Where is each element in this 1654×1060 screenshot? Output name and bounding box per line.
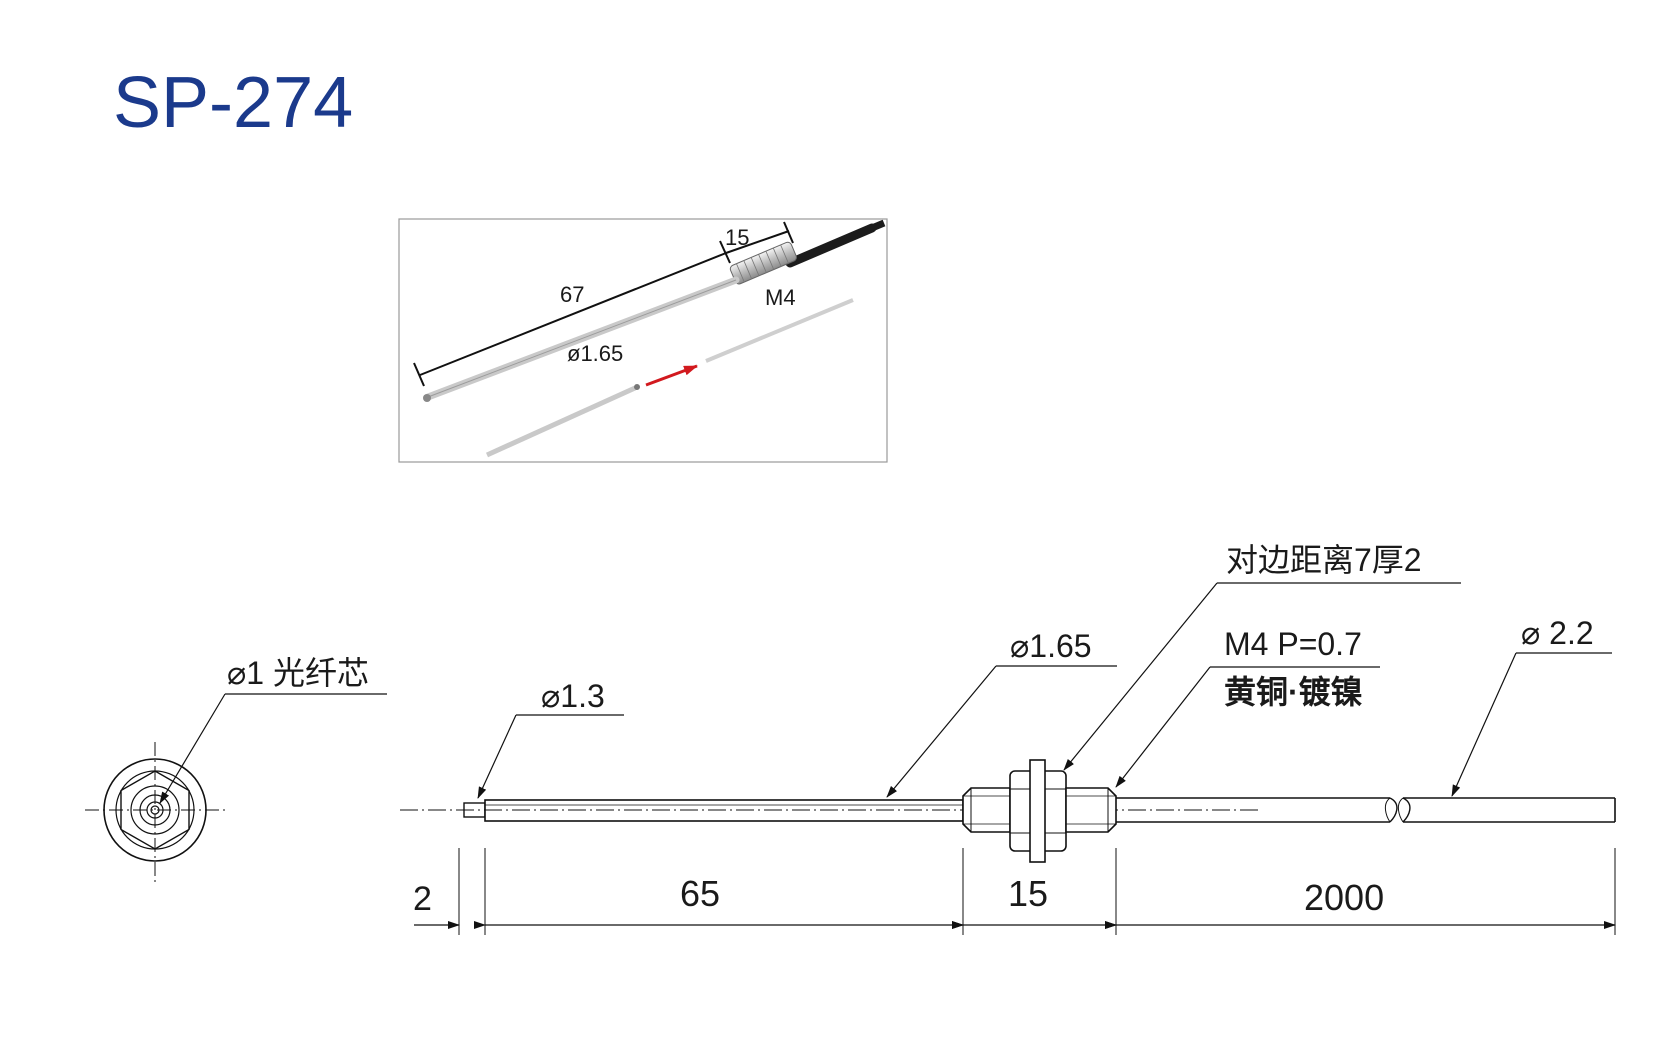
cable-diameter-label: ⌀ 2.2	[1521, 615, 1594, 651]
inset-thread-label: M4	[765, 285, 796, 310]
tip-diameter-label: ⌀1.3	[541, 678, 605, 714]
inset-red-arrow	[645, 364, 698, 387]
nut-label: 对边距离7厚2	[1226, 542, 1422, 578]
material-label: 黄铜·镀镍	[1224, 674, 1363, 710]
washer	[1029, 759, 1046, 863]
inset-diameter-label: ø1.65	[567, 341, 623, 366]
dim-65-label: 65	[680, 873, 720, 914]
photo-inset: 67 15 M4 ø1.65	[398, 218, 888, 463]
inset-dim-67-label: 67	[560, 282, 584, 307]
inset-dim-67-line	[419, 252, 727, 376]
thread-left	[962, 787, 1011, 833]
thread-label: M4 P=0.7	[1224, 626, 1362, 662]
dim-2000-label: 2000	[1304, 877, 1384, 918]
page-title: SP-274	[113, 63, 354, 143]
inset-threaded-body	[729, 241, 797, 285]
dim-15-label: 15	[1008, 873, 1048, 914]
core-diameter-label: ⌀1 光纤芯	[227, 655, 369, 691]
end-view	[85, 693, 387, 885]
side-view	[400, 582, 1616, 935]
inset-fiber-piece	[705, 298, 854, 363]
inset-dim-15-label: 15	[725, 225, 749, 250]
dim-2-label: 2	[413, 880, 432, 918]
inset-sleeve-piece	[485, 385, 637, 458]
sleeve-diameter-label: ⌀1.65	[1010, 628, 1092, 664]
inset-cable	[785, 223, 877, 268]
inset-dim-15-line	[725, 230, 790, 254]
